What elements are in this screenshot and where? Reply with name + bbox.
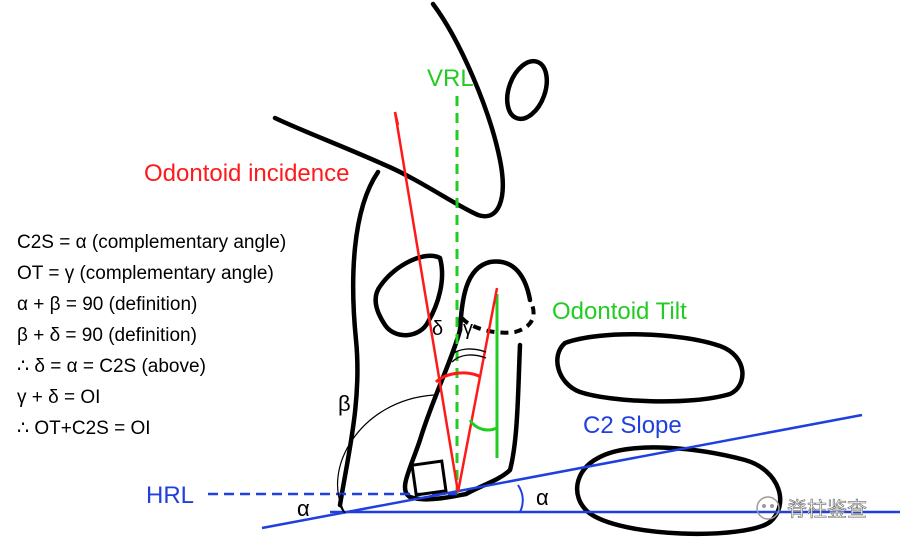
delta-label: δ [432, 318, 443, 340]
hrl-label: HRL [146, 482, 194, 509]
vrl-label: VRL [427, 65, 474, 92]
c1-posterior-arch [555, 332, 745, 404]
tilt-green-arc [468, 419, 498, 432]
equation-line: β + δ = 90 (definition) [17, 325, 197, 346]
c2-slope-label: C2 Slope [583, 412, 682, 439]
occipital-outline [272, 1, 505, 219]
delta-gamma-arc-2 [451, 354, 487, 363]
dens-dashed-arc [460, 301, 536, 335]
anatomy-outlines [272, 1, 783, 536]
c1-anterior-arch [373, 253, 445, 338]
equation-line: α + β = 90 (definition) [17, 294, 197, 315]
equation-line: ∴ δ = α = C2S (above) [17, 356, 206, 377]
watermark-text: 脊柱鉴查 [787, 497, 867, 521]
right-angle-box [410, 459, 448, 497]
watermark: 脊柱鉴查 [756, 496, 867, 521]
watermark-icon-inner [770, 504, 774, 508]
equation-line: ∴ OT+C2S = OI [17, 418, 151, 439]
c2-slope-line [261, 413, 863, 530]
incidence-line-left [393, 111, 460, 493]
equation-line: C2S = α (complementary angle) [17, 232, 286, 253]
equation-line: γ + δ = OI [17, 387, 100, 408]
dens-tip [457, 259, 533, 333]
odontoid-tilt-label: Odontoid Tilt [552, 298, 687, 325]
beta-arc [336, 394, 435, 514]
alpha-left-label: α [297, 496, 310, 521]
beta-label: β [338, 391, 351, 416]
watermark-icon-inner [762, 504, 766, 508]
incidence-line-right [456, 287, 499, 493]
equations-block: C2S = α (complementary angle) OT = γ (co… [17, 232, 286, 439]
red-angle-arc [434, 371, 482, 384]
alpha-left-arc [339, 493, 346, 514]
incidence-line-top [393, 111, 400, 126]
gamma-label: γ [463, 318, 473, 340]
delta-gamma-arc-1 [449, 348, 487, 357]
equation-line: OT = γ (complementary angle) [17, 263, 274, 284]
foramen-ellipse [504, 58, 550, 122]
alpha-right-arc [517, 484, 524, 513]
c2-posterior-element [574, 445, 783, 536]
odontoid-incidence-label: Odontoid incidence [144, 160, 349, 187]
watermark-icon [756, 496, 780, 520]
c2-anterior-contour [337, 169, 381, 508]
alpha-right-label: α [536, 485, 549, 510]
